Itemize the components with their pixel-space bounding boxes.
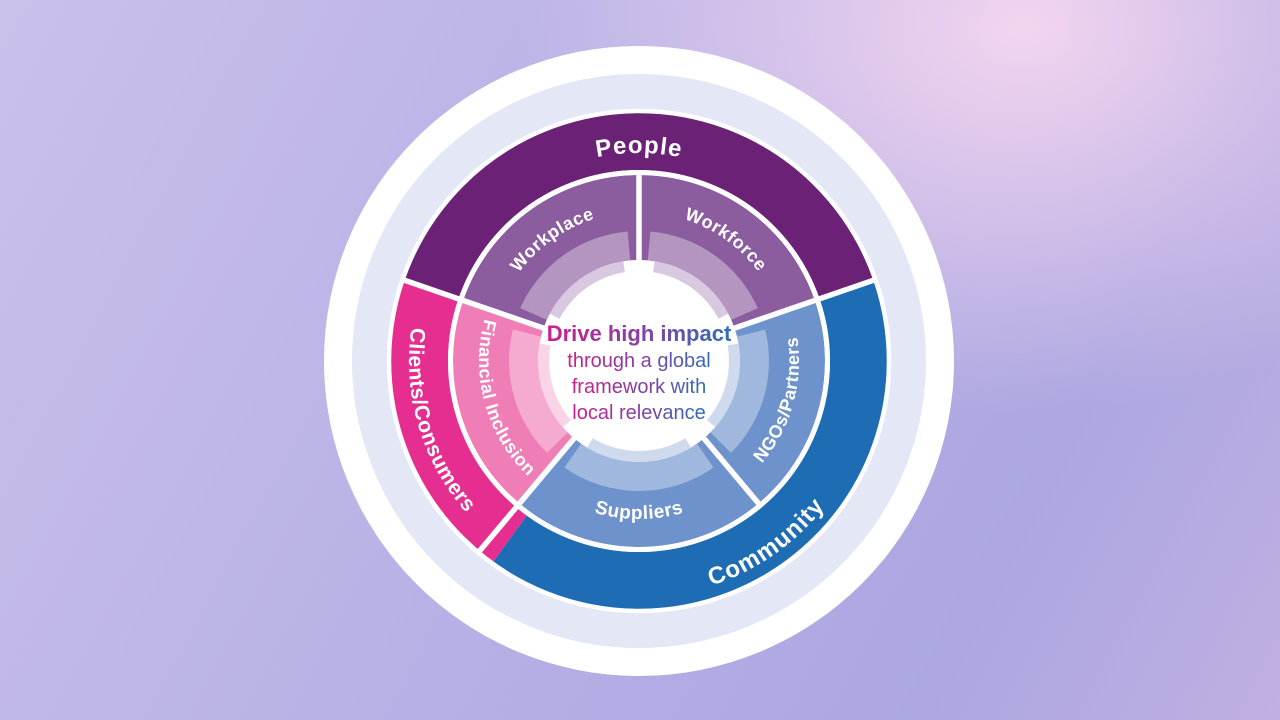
center-text-line-3: framework with bbox=[572, 376, 706, 398]
outer-segment-community bbox=[493, 280, 888, 610]
center-text-line-4: local relevance bbox=[572, 402, 705, 424]
segment-divider-3 bbox=[697, 432, 764, 510]
center-text-line-2: through a global bbox=[567, 350, 710, 372]
inner-segment-suppliers bbox=[519, 438, 759, 547]
inner-segment-ngos-partners bbox=[703, 300, 826, 504]
segment-label-people: People bbox=[593, 132, 684, 163]
outer-segment-people bbox=[404, 112, 874, 299]
dividers-layer bbox=[399, 170, 879, 556]
inner-glow-band-workforce bbox=[647, 231, 758, 320]
inner-glow-band-ngos-partners bbox=[710, 329, 769, 453]
segments-layer bbox=[390, 112, 888, 610]
segment-divider-1 bbox=[727, 276, 879, 333]
inner-glow-band-suppliers bbox=[564, 443, 714, 491]
segment-divider-2 bbox=[399, 276, 551, 333]
inner-segment-workforce bbox=[639, 175, 815, 329]
inner-glow-band-financial-inclusion bbox=[509, 329, 568, 453]
outer-ring-rim bbox=[386, 108, 892, 614]
center-text-line-1: Drive high impact bbox=[547, 321, 732, 346]
segment-divider-4 bbox=[474, 432, 581, 556]
center-glow-band-ngos-partners bbox=[705, 343, 741, 428]
inner-glow-band-workplace bbox=[520, 231, 631, 320]
inner-segment-financial-inclusion bbox=[452, 300, 575, 504]
center-text: Drive high impact through a global frame… bbox=[547, 321, 732, 424]
segment-label-text-people: People bbox=[593, 132, 683, 163]
outer-segment-clients-consumers bbox=[390, 280, 527, 562]
pale-lavender-ring bbox=[352, 74, 926, 648]
inner-segment-workplace bbox=[463, 175, 639, 329]
center-glow-band-financial-inclusion bbox=[537, 343, 573, 428]
center-circle bbox=[549, 271, 729, 451]
